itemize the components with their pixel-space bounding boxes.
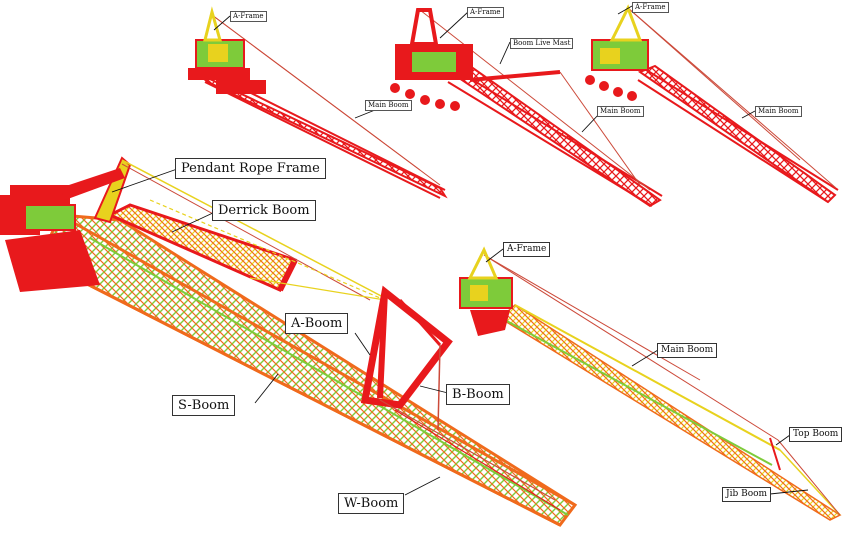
crane-top-left xyxy=(188,6,448,199)
callout-top-left-main-boom: Main Boom xyxy=(365,100,412,111)
callout-top-right-a-frame: A-Frame xyxy=(632,2,669,13)
callout-derrick-boom: Derrick Boom xyxy=(212,200,316,221)
callout-b-boom: B-Boom xyxy=(446,384,510,405)
callout-pendant-rope-frame: Pendant Rope Frame xyxy=(175,158,326,179)
crane-top-right xyxy=(585,4,839,204)
callout-right-jib-boom: Jib Boom xyxy=(722,487,772,502)
callout-w-boom: W-Boom xyxy=(338,493,405,514)
callout-a-boom: A-Boom xyxy=(285,313,349,334)
callout-right-top-boom: Top Boom xyxy=(789,427,843,442)
crane-right-long xyxy=(459,246,842,521)
callout-right-main-boom: Main Boom xyxy=(657,343,718,358)
callout-top-middle-boom-live-mast: Boom Live Mast xyxy=(510,38,574,49)
crane-top-middle xyxy=(390,8,663,208)
callout-s-boom: S-Boom xyxy=(172,395,236,416)
crane-large-derrick xyxy=(0,156,578,527)
callout-top-middle-main-boom: Main Boom xyxy=(597,106,644,117)
callout-right-a-frame: A-Frame xyxy=(503,242,551,257)
callout-top-middle-a-frame: A-Frame xyxy=(467,7,504,18)
callout-top-right-main-boom: Main Boom xyxy=(755,106,802,117)
callout-top-left-a-frame: A-Frame xyxy=(230,11,267,22)
